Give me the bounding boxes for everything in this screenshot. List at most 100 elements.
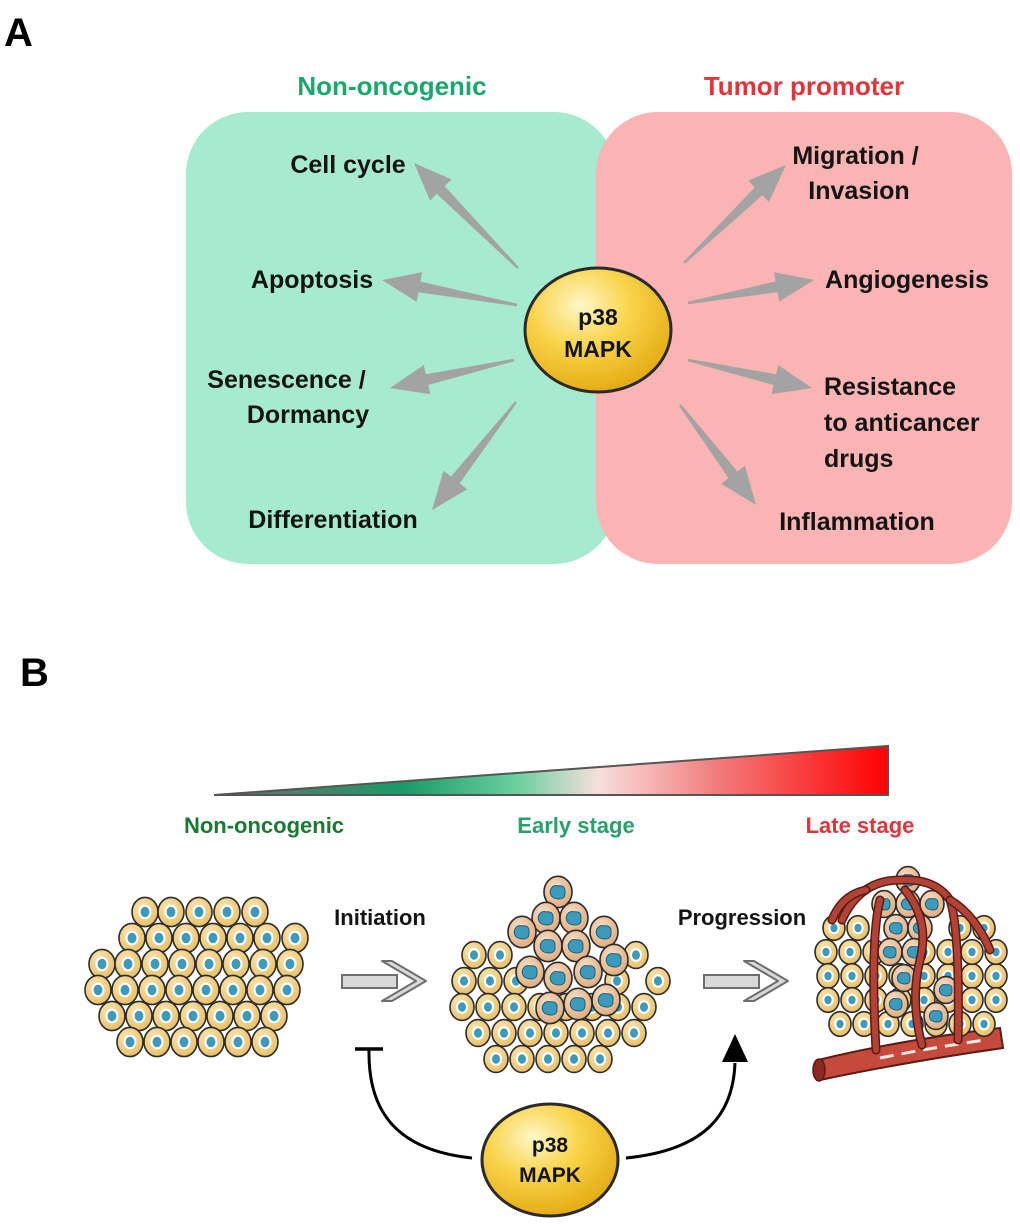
- progression-gradient-wedge: [213, 744, 889, 796]
- tumor-vessel-fill: [870, 897, 883, 1053]
- early-normal-cell: [517, 1018, 543, 1048]
- normal-cell: [111, 974, 139, 1006]
- normal-cell: [213, 896, 241, 928]
- normal-cell: [253, 922, 281, 954]
- late-normal-cell: [814, 938, 838, 966]
- normal-cell: [145, 922, 173, 954]
- normal-cell: [179, 1000, 207, 1032]
- label-inflammation: Inflammation: [779, 508, 935, 536]
- normal-cell: [206, 1000, 234, 1032]
- label-angiogenesis: Angiogenesis: [825, 266, 989, 294]
- normal-cell: [168, 948, 196, 980]
- normal-cell: [185, 896, 213, 928]
- normal-cell: [224, 1026, 252, 1058]
- normal-cell: [116, 1026, 144, 1058]
- early-tumor-cell: [533, 929, 563, 963]
- early-normal-cell: [477, 966, 503, 996]
- late-tumor-cell: [877, 937, 903, 967]
- normal-cell: [249, 948, 277, 980]
- early-normal-cell: [561, 1044, 587, 1074]
- initiation-label: Initiation: [334, 905, 426, 930]
- tumor-promoter-box: [596, 112, 1012, 564]
- non-oncogenic-box: [186, 112, 616, 564]
- early-normal-cell: [461, 940, 487, 970]
- normal-cell: [246, 974, 274, 1006]
- late-normal-cell: [960, 986, 984, 1014]
- panel-b-letter: B: [20, 651, 49, 695]
- label-migration-invasion: Migration / Invasion: [792, 142, 925, 205]
- tumor-vessel-fill: [947, 897, 993, 953]
- normal-cell: [192, 974, 220, 1006]
- gradient-label-early-stage: Early stage: [517, 813, 634, 838]
- normal-cell: [197, 1026, 225, 1058]
- early-tumor-cell: [561, 929, 591, 963]
- late-normal-cell: [960, 962, 984, 990]
- normal-cell-cluster: [84, 896, 309, 1058]
- normal-cell: [260, 1000, 288, 1032]
- normal-cell: [170, 1026, 198, 1058]
- normal-cell: [131, 896, 159, 928]
- early-normal-cell: [509, 1044, 535, 1074]
- early-tumor-cell: [563, 987, 593, 1021]
- normal-cell: [84, 974, 112, 1006]
- p38-label-b: p38: [532, 1134, 569, 1157]
- non-oncogenic-header: Non-oncogenic: [297, 71, 486, 101]
- tumor-vessel-fill: [902, 887, 926, 1048]
- normal-cell: [172, 922, 200, 954]
- early-normal-cell: [645, 966, 671, 996]
- early-tumor-cell: [559, 901, 589, 935]
- arrow-to-angiogenesis: [687, 272, 814, 305]
- early-tumor-cell: [543, 875, 573, 909]
- late-normal-cell: [838, 938, 862, 966]
- progression-label: Progression: [678, 905, 806, 930]
- label-apoptosis: Apoptosis: [251, 266, 373, 294]
- normal-cell: [143, 1026, 171, 1058]
- early-normal-cell: [465, 1018, 491, 1048]
- normal-cell: [276, 948, 304, 980]
- normal-cell: [219, 974, 247, 1006]
- panel-a-letter: A: [4, 11, 33, 55]
- early-normal-cell: [487, 940, 513, 970]
- late-tumor-cell: [919, 889, 945, 919]
- late-normal-cell: [828, 1010, 852, 1038]
- late-normal-cell: [840, 986, 864, 1014]
- label-resistance-drugs: Resistance to anticancer drugs: [824, 373, 987, 473]
- early-normal-cell: [491, 1018, 517, 1048]
- early-tumor-cell: [515, 955, 545, 989]
- early-normal-cell: [595, 1018, 621, 1048]
- initiation-arrow: [341, 960, 427, 1002]
- early-normal-cell: [483, 1044, 509, 1074]
- early-tumor-cell: [507, 915, 537, 949]
- early-tumor-cell: [599, 943, 629, 977]
- normal-cell: [98, 1000, 126, 1032]
- normal-cell: [88, 948, 116, 980]
- early-normal-cell: [451, 966, 477, 996]
- normal-cell: [226, 922, 254, 954]
- early-normal-cell: [569, 1018, 595, 1048]
- p38-mapk-oval-b: p38 MAPK: [480, 1102, 620, 1218]
- gradient-label-non-oncogenic: Non-oncogenic: [184, 813, 344, 838]
- normal-cell: [241, 896, 269, 928]
- normal-cell: [157, 896, 185, 928]
- early-normal-cell: [501, 992, 527, 1022]
- early-tumor-cell: [589, 915, 619, 949]
- late-normal-cell: [960, 938, 984, 966]
- normal-cell: [165, 974, 193, 1006]
- early-normal-cell: [587, 1044, 613, 1074]
- arrow-to-senescence: [390, 358, 515, 395]
- inhibition-curve: [355, 1047, 473, 1160]
- late-normal-cell: [840, 962, 864, 990]
- early-normal-cell: [475, 992, 501, 1022]
- early-normal-cell: [449, 992, 475, 1022]
- gradient-label-late-stage: Late stage: [806, 813, 915, 838]
- arrow-to-migration: [683, 165, 786, 264]
- normal-cell: [222, 948, 250, 980]
- normal-cell: [138, 974, 166, 1006]
- early-tumor-cell: [543, 961, 573, 995]
- late-normal-cell: [984, 986, 1008, 1014]
- label-senescence-dormancy: Senescence / Dormancy: [207, 366, 372, 429]
- normal-cell: [118, 922, 146, 954]
- late-normal-cell: [846, 914, 870, 942]
- arrow-to-resistance: [687, 358, 812, 395]
